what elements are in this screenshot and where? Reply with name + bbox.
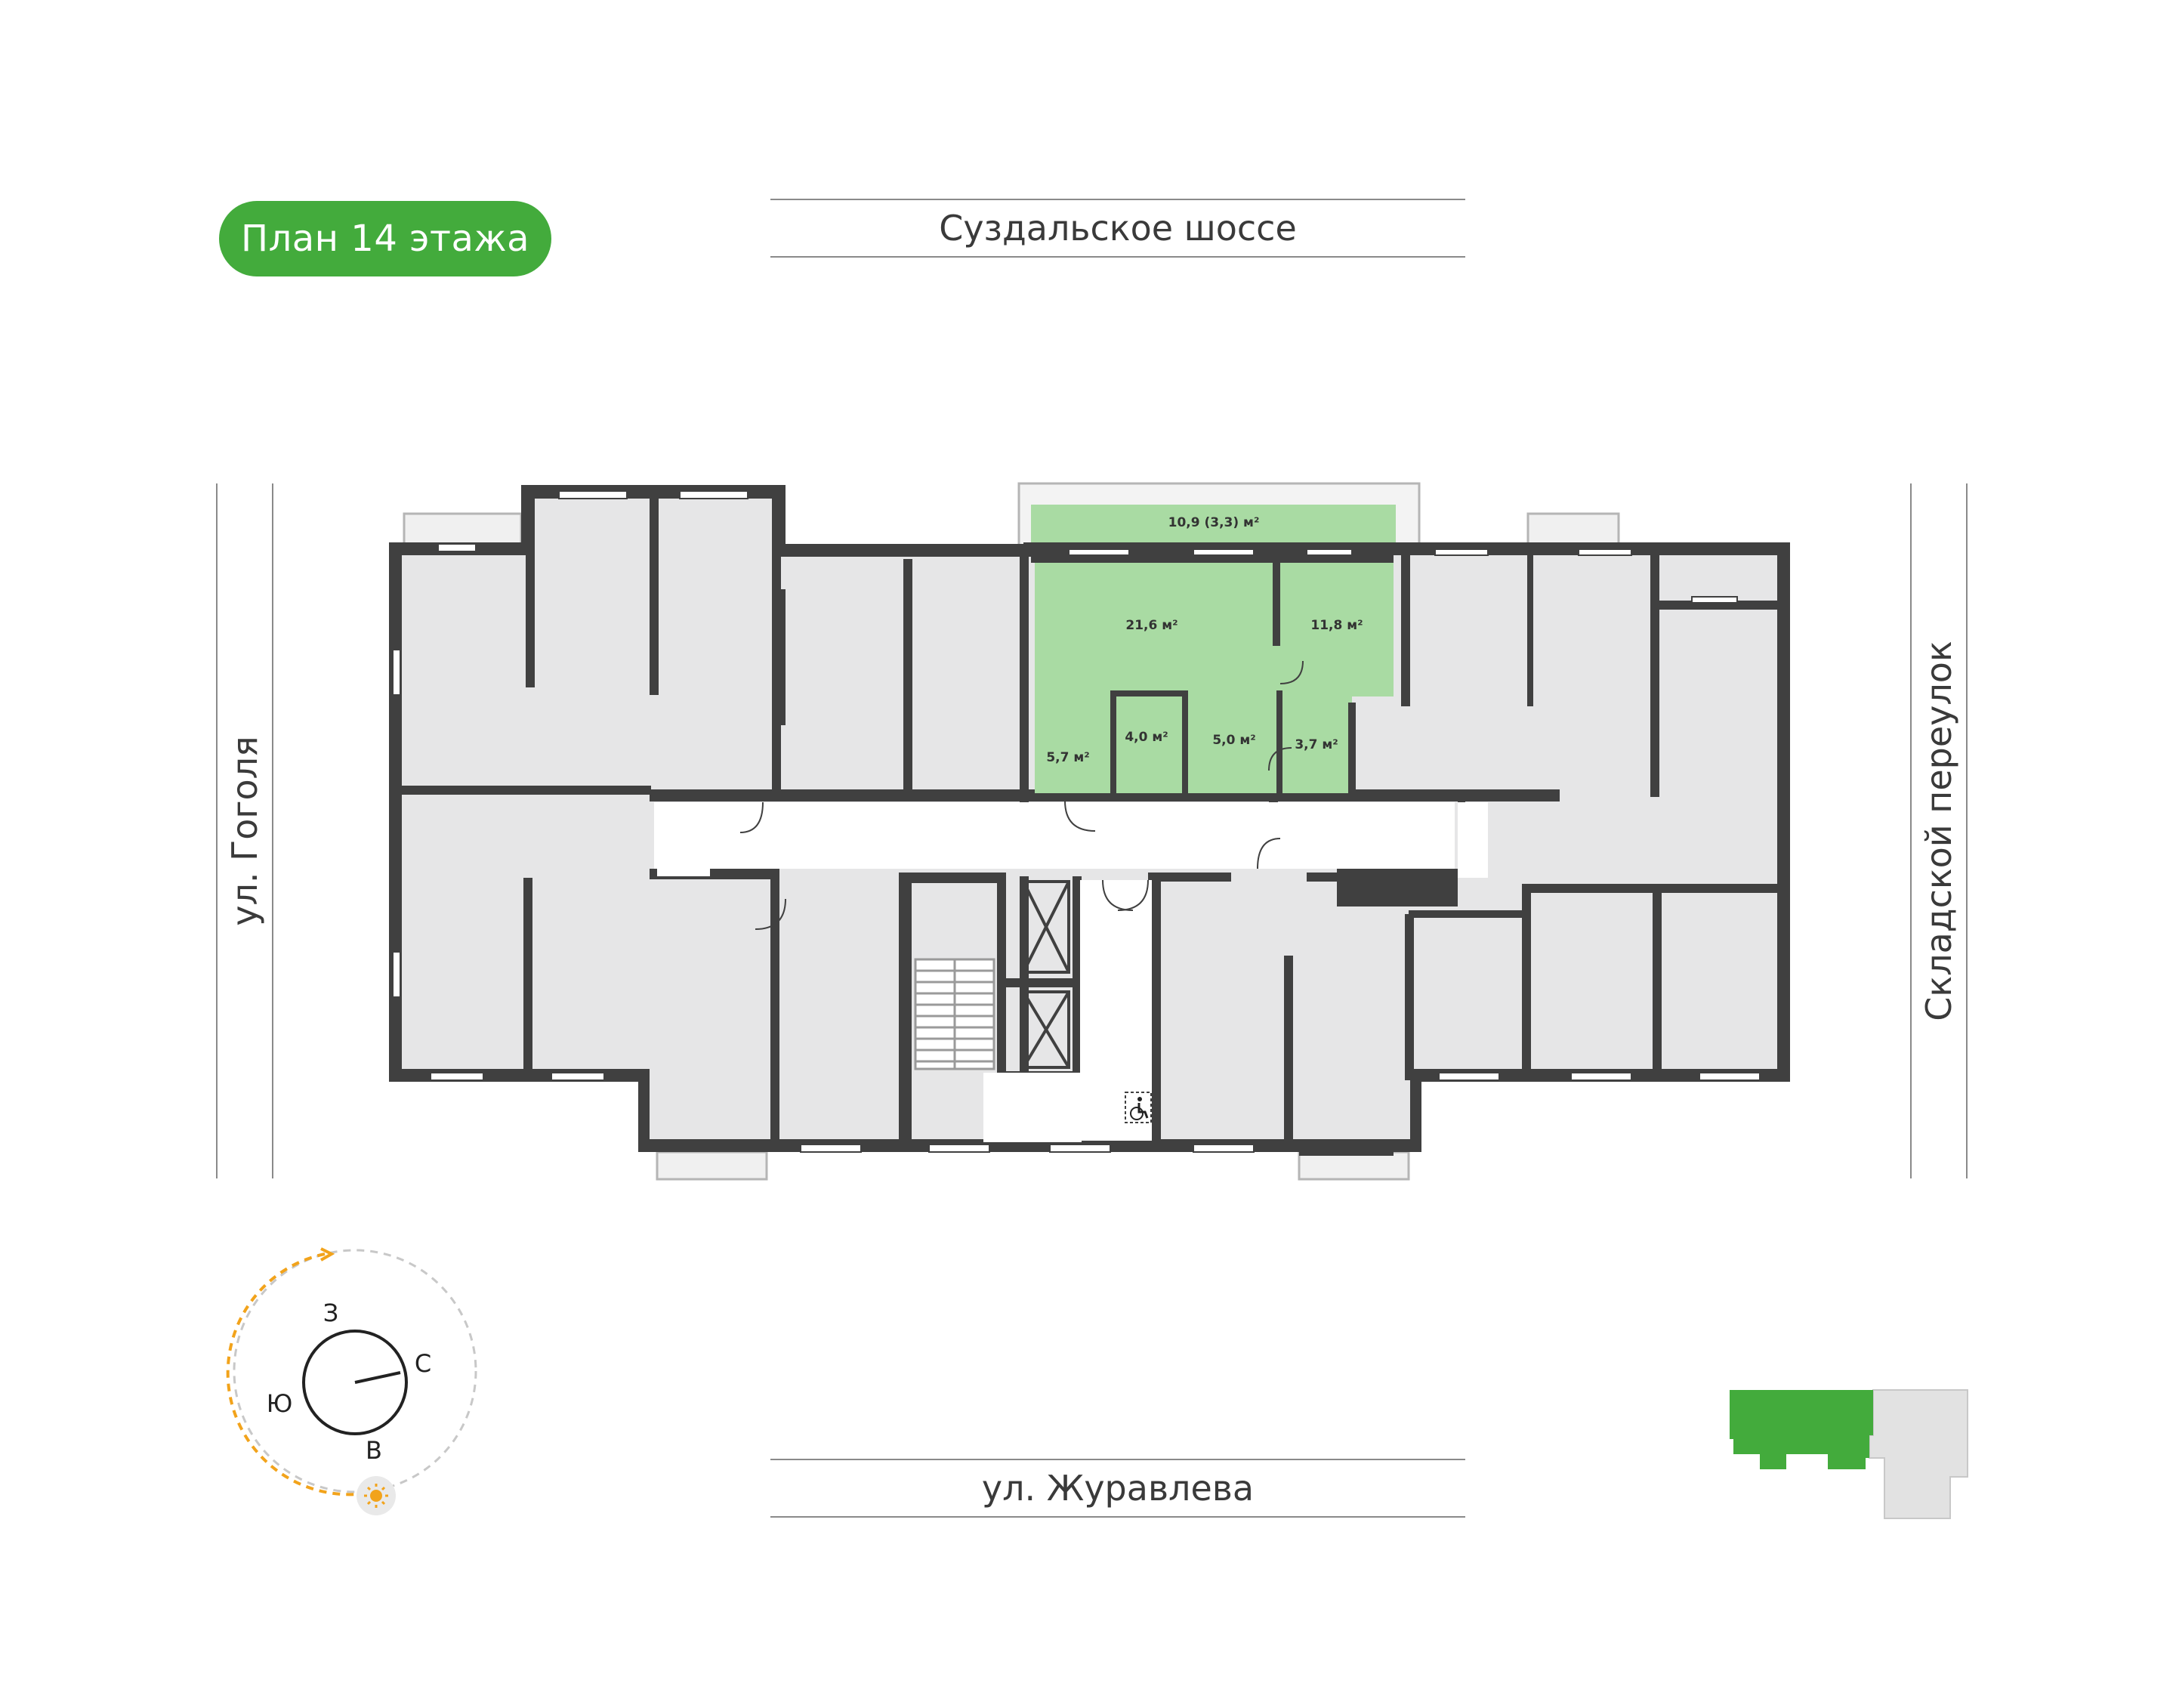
street-left: ул. Гоголя [216, 483, 273, 1178]
compass-east: В [366, 1436, 382, 1465]
room-area-hall: 5,7 м² [1046, 750, 1090, 765]
street-left-label: ул. Гоголя [224, 736, 265, 926]
sun-icon [356, 1476, 396, 1515]
doors [739, 660, 1304, 930]
windows [392, 490, 1761, 1153]
room-area-wc: 3,7 м² [1295, 737, 1338, 752]
minimap [1730, 1389, 1968, 1519]
balcony-highlight[interactable] [1031, 505, 1396, 542]
street-bottom: ул. Журавлева [770, 1459, 1465, 1518]
compass-north: С [414, 1349, 432, 1378]
room-area-balcony: 10,9 (3,3) м² [1168, 515, 1260, 530]
street-bottom-label: ул. Журавлева [981, 1468, 1255, 1509]
room-area-living: 21,6 м² [1125, 618, 1178, 633]
street-top: Суздальское шоссе [770, 199, 1465, 258]
room-area-bedroom: 11,8 м² [1310, 618, 1363, 633]
street-right-label: Складской переулок [1918, 641, 1959, 1021]
room-area-bath: 5,0 м² [1212, 733, 1256, 748]
elevator-icon [1022, 880, 1070, 1069]
compass-west: З [323, 1299, 339, 1327]
compass-south: Ю [266, 1389, 293, 1418]
wheelchair-icon [1125, 1092, 1152, 1123]
floor-badge: План 14 этажа [219, 201, 551, 276]
floor-title: План 14 этажа [240, 218, 530, 260]
room-area-storage: 4,0 м² [1125, 730, 1168, 745]
street-right: Складской переулок [1910, 483, 1968, 1178]
corridor [654, 802, 1488, 1142]
highlighted-apartment[interactable] [1031, 555, 1394, 801]
stairs-icon [914, 958, 995, 1070]
compass [226, 1247, 477, 1496]
street-top-label: Суздальское шоссе [939, 208, 1297, 249]
